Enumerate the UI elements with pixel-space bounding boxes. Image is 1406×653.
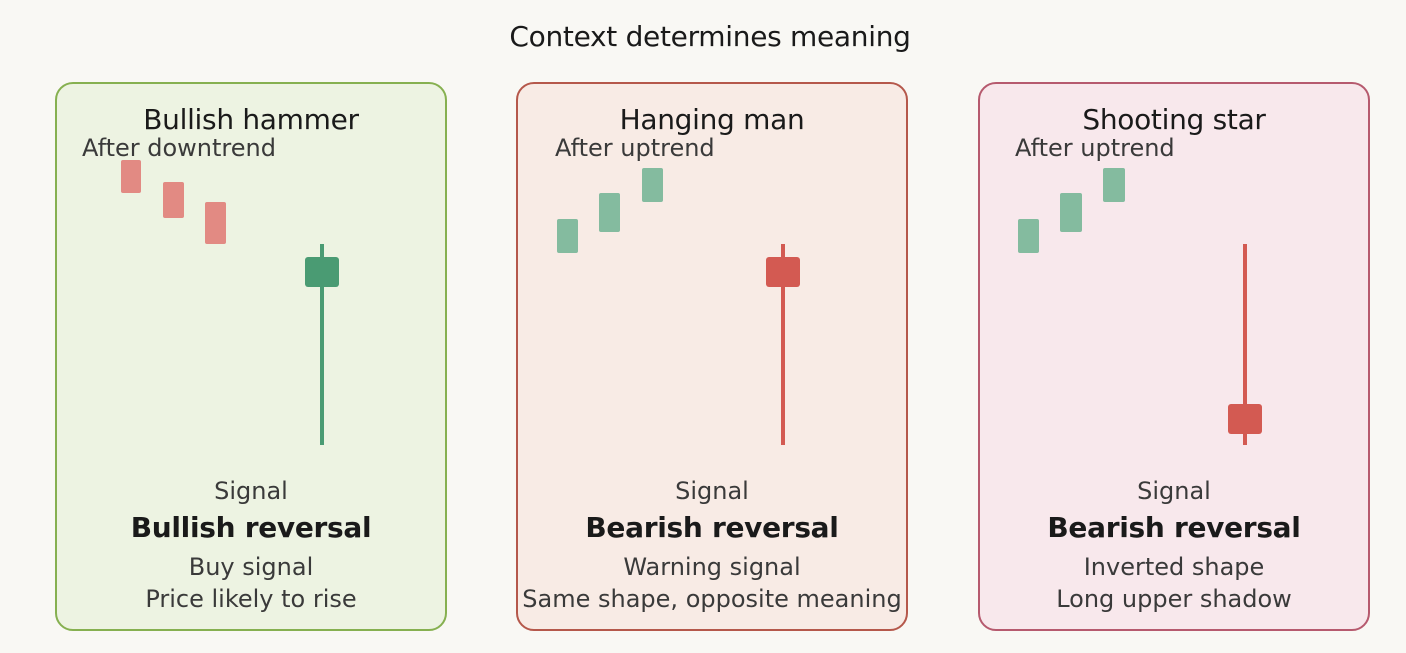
signal-label: Signal	[1137, 477, 1211, 505]
panel-hanging-man: Hanging man After uptrend Signal Bearish…	[516, 82, 908, 631]
signal-note: Warning signal	[623, 553, 801, 581]
panel-bullish-hammer: Bullish hammer After downtrend Signal Bu…	[55, 82, 447, 631]
panel-shooting-star: Shooting star After uptrend Signal Beari…	[978, 82, 1370, 631]
panel-title: Hanging man	[619, 103, 805, 136]
candlestick-diagram	[557, 168, 800, 445]
trend-candle-2	[163, 182, 184, 218]
signal-value: Bearish reversal	[585, 511, 839, 544]
panel-title: Shooting star	[1082, 103, 1266, 136]
signal-value: Bullish reversal	[130, 511, 372, 544]
signal-value: Bearish reversal	[1047, 511, 1301, 544]
context-label: After uptrend	[1015, 134, 1175, 162]
trend-candle-3	[1103, 168, 1125, 202]
trend-candle-3	[642, 168, 663, 202]
signal-note: Buy signal	[188, 553, 314, 581]
context-label: After downtrend	[82, 134, 276, 162]
signal-note: Inverted shape	[1083, 553, 1265, 581]
panel-title: Bullish hammer	[143, 103, 359, 136]
context-label: After uptrend	[555, 134, 715, 162]
signal-detail: Same shape, opposite meaning	[522, 585, 902, 613]
trend-candle-3	[205, 202, 226, 244]
signal-detail: Long upper shadow	[1056, 585, 1292, 613]
candlestick-diagram	[1018, 168, 1262, 445]
trend-candle-1	[557, 219, 578, 253]
signal-label: Signal	[675, 477, 749, 505]
trend-candle-1	[1018, 219, 1039, 253]
page-title: Context determines meaning	[509, 20, 911, 53]
trend-candle-1	[121, 160, 141, 193]
candle-body	[305, 257, 339, 287]
trend-candle-2	[599, 193, 620, 232]
candlestick-diagram	[121, 160, 339, 445]
candle-body	[766, 257, 800, 287]
signal-label: Signal	[214, 477, 288, 505]
candle-body	[1228, 404, 1262, 434]
signal-detail: Price likely to rise	[145, 585, 357, 613]
trend-candle-2	[1060, 193, 1082, 232]
